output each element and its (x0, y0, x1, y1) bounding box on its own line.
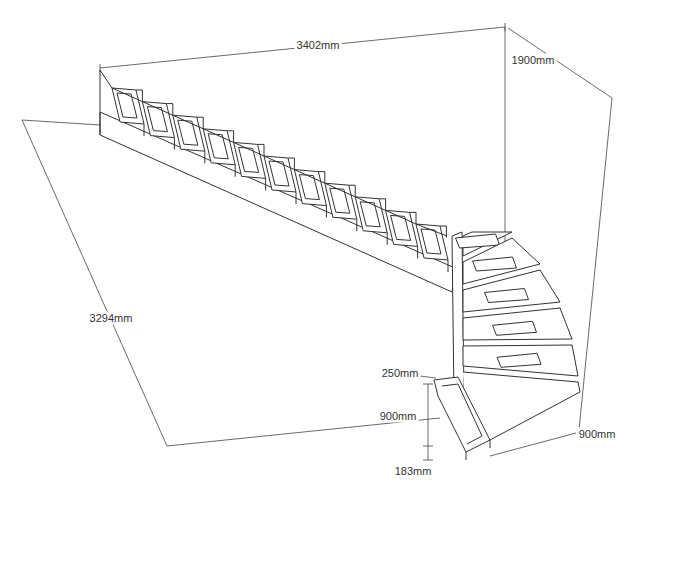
tread-frame (355, 197, 387, 233)
tread-frame (294, 170, 326, 206)
stringer-end (100, 70, 101, 135)
winder-tread (463, 308, 572, 340)
riser (144, 124, 145, 136)
dimension-line (428, 446, 429, 460)
tread-frame (112, 88, 144, 124)
riser (387, 233, 388, 245)
tread-frame-inner (269, 161, 289, 186)
tread-frame (416, 224, 448, 260)
tread-frame (234, 142, 266, 178)
riser (448, 260, 449, 272)
winder-tread-inner (497, 353, 541, 367)
tread-frame (173, 115, 205, 151)
newel-post (452, 232, 464, 398)
winder-tread (463, 345, 578, 376)
dimension-label: 900mm (378, 410, 419, 423)
tread-frame-inner (391, 215, 411, 240)
tread-frame-inner (147, 107, 167, 132)
tread-frame-inner (208, 134, 228, 159)
riser (235, 165, 236, 177)
dimension-label: 3402mm (295, 39, 342, 52)
first-step (434, 377, 490, 452)
extension-line (505, 27, 506, 245)
winder-tread-inner (456, 234, 500, 248)
dimension-label: 900mm (577, 428, 618, 441)
tread-frame-inner (117, 93, 137, 118)
dimension-line (22, 120, 167, 446)
dimension-line (428, 384, 429, 446)
stair-frame (100, 70, 580, 460)
tread-frame (264, 156, 296, 192)
first-step-edge (490, 440, 491, 448)
dimension-tick (423, 384, 433, 385)
riser (326, 206, 327, 218)
extension-line (578, 98, 612, 440)
dimension-lines (22, 23, 612, 460)
winder-tread-inner (485, 289, 529, 303)
tread-frame-inner (360, 202, 380, 227)
riser (174, 138, 175, 150)
tread-frame (386, 210, 418, 246)
tread-frame-inner (299, 175, 319, 200)
riser (417, 246, 418, 258)
first-step-inner (442, 384, 482, 444)
dimension-line (100, 27, 505, 68)
dimension-label: 183mm (393, 465, 434, 478)
riser (204, 151, 205, 163)
dimension-line (508, 28, 612, 98)
tread-frame-inner (239, 147, 259, 172)
dimension-label: 1900mm (510, 54, 557, 67)
riser (265, 178, 266, 190)
dimension-line (490, 433, 576, 456)
tread-frame (203, 129, 235, 165)
first-step-edge (466, 452, 467, 460)
riser (296, 192, 297, 204)
leader-line (420, 376, 436, 378)
tread-frame-inner (330, 188, 350, 213)
tread-frame (142, 102, 174, 138)
winder-tread (463, 270, 560, 312)
tread-frame (325, 183, 357, 219)
winder-tread-inner (473, 257, 517, 271)
extension-line (22, 120, 100, 125)
dimension-label: 250mm (380, 367, 421, 380)
dimension-tick (423, 460, 433, 461)
tread-frame-inner (178, 120, 198, 145)
inner-stringer (100, 70, 447, 236)
winder-tread-inner (493, 321, 537, 335)
dimension-label: 3294mm (88, 312, 135, 325)
riser (356, 219, 357, 231)
stringer (100, 112, 455, 292)
